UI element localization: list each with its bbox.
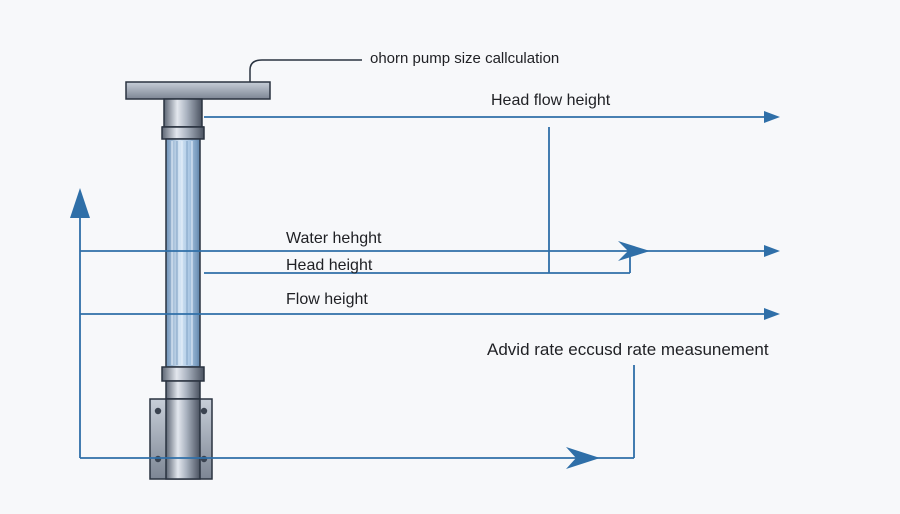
diagram-title: ohorn pump size callculation [370,50,560,67]
pump-upper-collar [163,98,203,128]
pump-top-plate [125,81,271,100]
flow-lines [79,116,770,459]
flow-height-label: Flow height [286,291,368,308]
pump-base-bracket [149,398,213,480]
arrow-up-icon [70,188,90,218]
head-height-label: Head height [286,257,373,274]
water-height-label: Water hehght [286,230,382,247]
arrow-heads [70,111,780,469]
arrow-right-icon [566,447,600,469]
rate-measurement-label: Advid rate eccusd rate measunement [487,340,769,359]
pump-lower-collar [165,380,201,400]
arrow-right-icon [618,241,650,261]
arrow-right-icon [764,111,780,123]
pump-glass-tube [165,138,201,368]
pump-upper-ring [161,126,205,140]
arrow-right-icon [764,308,780,320]
pump-lower-ring [161,366,205,382]
head-flow-height-label: Head flow height [491,92,611,109]
title-callout-line [249,59,362,82]
arrow-right-icon [764,245,780,257]
